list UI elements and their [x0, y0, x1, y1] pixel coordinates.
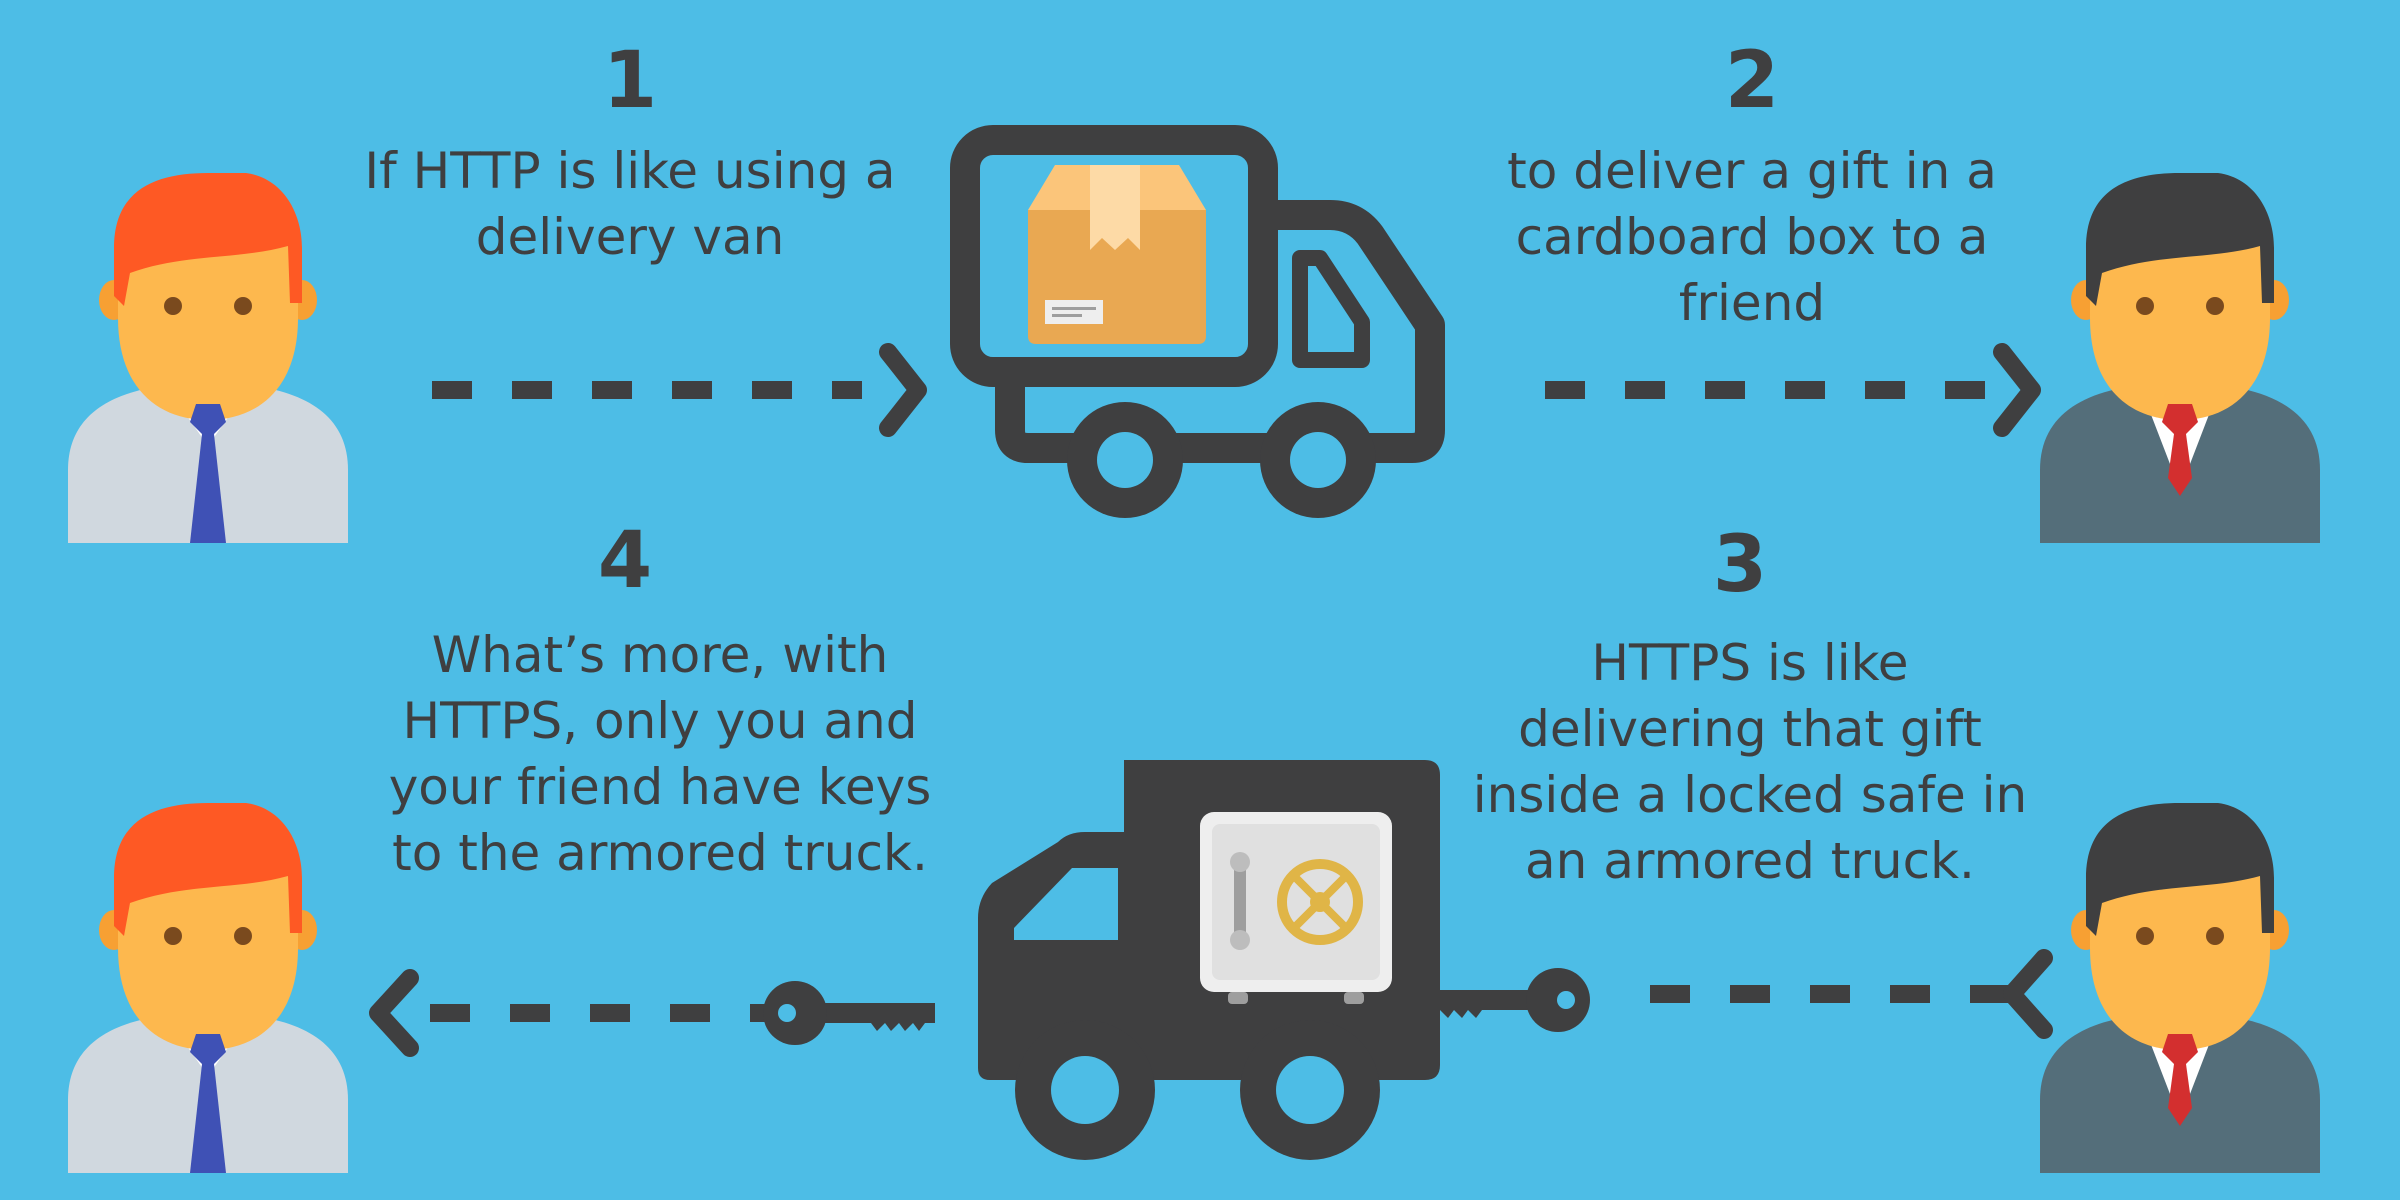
text-line: inside a locked safe in	[1472, 766, 2028, 824]
safe-icon	[1200, 812, 1392, 1004]
dashed-arrow-icon	[432, 343, 927, 437]
cardboard-box-icon	[1028, 165, 1206, 344]
step-3-number: 3	[1712, 520, 1768, 610]
person-ginger-icon	[68, 173, 348, 543]
text-line: to the armored truck.	[392, 824, 928, 882]
step-3-description: HTTPS is like delivering that gift insid…	[1425, 630, 2075, 894]
text-line: delivery van	[475, 208, 785, 266]
text-line: friend	[1678, 274, 1826, 332]
key-icon	[1418, 968, 1590, 1032]
text-line: cardboard box to a	[1515, 208, 1989, 266]
text-line: What’s more, with	[431, 626, 889, 684]
dashed-arrow-icon	[369, 969, 790, 1057]
text-line: delivering that gift	[1518, 700, 1982, 758]
dashed-arrow-icon	[1610, 949, 2053, 1039]
key-icon	[763, 981, 935, 1045]
person-dark-hair-icon	[2040, 803, 2320, 1173]
person-dark-hair-icon	[2040, 173, 2320, 543]
step-2-description: to deliver a gift in a cardboard box to …	[1452, 138, 2052, 336]
text-line: your friend have keys	[388, 758, 932, 816]
person-ginger-icon	[68, 803, 348, 1173]
step-1-description: If HTTP is like using a delivery van	[330, 138, 930, 270]
text-line: HTTPS, only you and	[402, 692, 918, 750]
text-line: to deliver a gift in a	[1507, 142, 1997, 200]
step-4-number: 4	[597, 516, 653, 606]
step-2-number: 2	[1724, 36, 1780, 126]
step-4-description: What’s more, with HTTPS, only you and yo…	[335, 622, 985, 886]
text-line: HTTPS is like	[1591, 634, 1909, 692]
dashed-arrow-icon	[1545, 343, 2041, 437]
text-line: an armored truck.	[1525, 832, 1975, 890]
step-1-number: 1	[602, 36, 658, 126]
text-line: If HTTP is like using a	[364, 142, 896, 200]
delivery-van-icon	[950, 125, 1445, 518]
